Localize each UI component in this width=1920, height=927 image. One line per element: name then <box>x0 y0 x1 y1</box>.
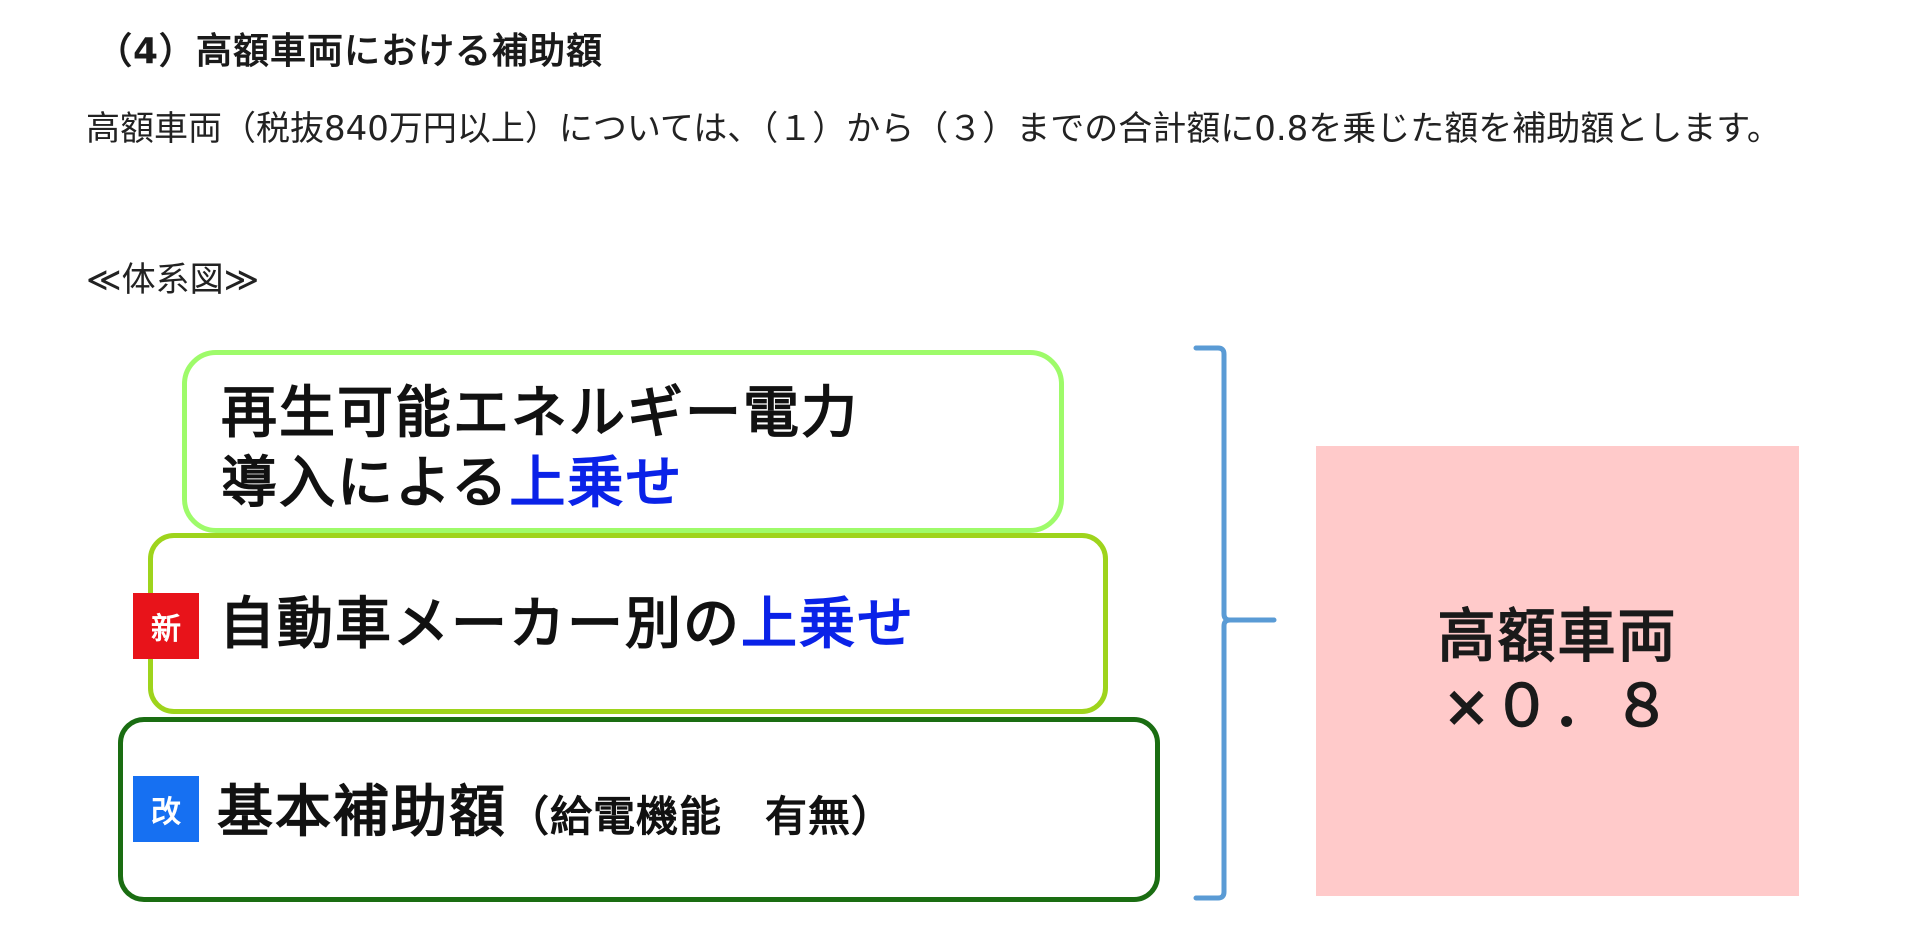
result-line2: ×０．８ <box>1442 672 1673 740</box>
result-line1: 高額車両 <box>1437 602 1678 670</box>
maker-bonus-highlight: 上乗せ <box>741 592 915 657</box>
base-subsidy-text: 基本補助額（給電機能 有無） <box>217 780 894 850</box>
renewable-energy-line2: 導入による上乗せ <box>221 449 859 519</box>
base-subsidy-paren: （給電機能 有無） <box>507 792 895 841</box>
section-heading: （4）高額車両における補助額 <box>96 31 604 72</box>
maker-bonus-prefix: 自動車メーカー別の <box>219 592 741 657</box>
base-subsidy-main: 基本補助額 <box>217 780 507 845</box>
diagram-label: ≪体系図≫ <box>86 260 260 300</box>
renewable-energy-line1: 再生可能エネルギー電力 <box>221 381 859 446</box>
maker-bonus-box: 自動車メーカー別の上乗せ <box>148 533 1108 714</box>
maker-bonus-text: 自動車メーカー別の上乗せ <box>219 592 915 658</box>
description-paragraph: 高額車両（税抜840万円以上）については、（１）から（３）までの合計額に0.8を… <box>86 109 1781 149</box>
renewable-energy-highlight: 上乗せ <box>509 451 684 516</box>
high-value-vehicle-result: 高額車両 ×０．８ <box>1316 446 1799 896</box>
new-badge: 新 <box>133 593 199 659</box>
renewable-energy-text: 再生可能エネルギー電力 導入による上乗せ <box>221 379 859 519</box>
renewable-energy-prefix: 導入による <box>221 451 510 516</box>
revised-badge: 改 <box>133 776 199 842</box>
renewable-energy-box: 再生可能エネルギー電力 導入による上乗せ <box>182 350 1064 533</box>
base-subsidy-box: 基本補助額（給電機能 有無） <box>118 717 1160 902</box>
right-brace-icon <box>1193 345 1277 901</box>
